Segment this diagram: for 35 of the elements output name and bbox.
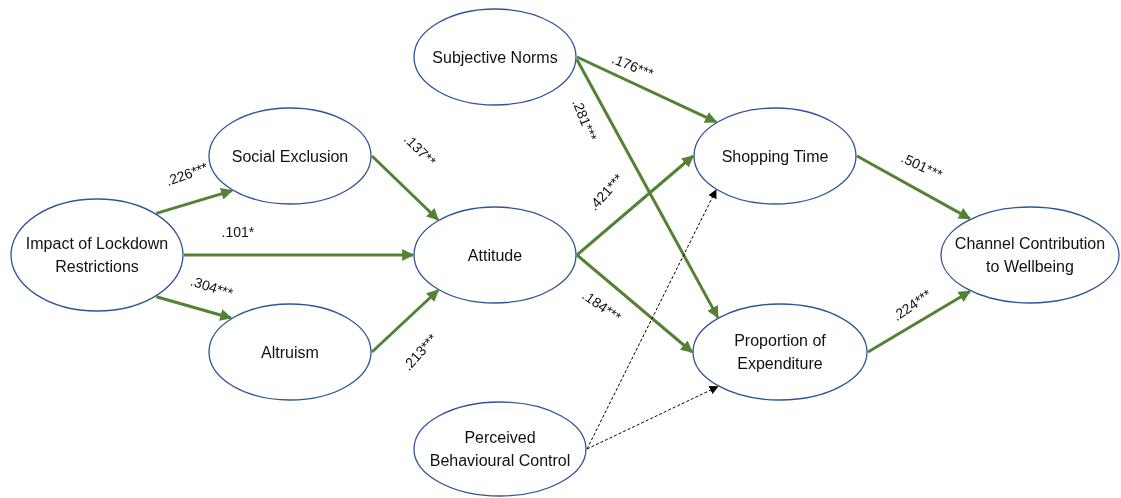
path-coefficient: .501*** bbox=[898, 149, 945, 183]
construct-ellipse bbox=[693, 107, 857, 205]
path-arrow bbox=[856, 154, 971, 220]
path-arrow bbox=[370, 289, 440, 354]
path-arrow bbox=[575, 58, 720, 319]
construct-ellipse bbox=[692, 303, 868, 401]
construct-ellipse bbox=[413, 401, 587, 497]
construct-ellipse bbox=[940, 206, 1120, 304]
path-arrow bbox=[576, 253, 693, 354]
path-coefficient: .176*** bbox=[609, 50, 656, 82]
path-coefficient: .101* bbox=[221, 224, 255, 240]
construct-label: Altruism bbox=[260, 342, 320, 363]
construct-label: Channel Contribution to Wellbeing bbox=[953, 234, 1107, 277]
construct-ellipse bbox=[208, 107, 372, 205]
path-arrow bbox=[155, 188, 234, 215]
construct-label: Subjective Norms bbox=[431, 47, 559, 68]
construct-ellipse bbox=[413, 206, 577, 304]
construct-ellipse bbox=[208, 303, 372, 401]
construct-label: Proportion of Expenditure bbox=[733, 331, 827, 374]
dashed-arrow bbox=[586, 189, 717, 450]
path-arrow bbox=[155, 295, 233, 321]
construct-ellipse bbox=[10, 198, 184, 312]
construct-label: Social Exclusion bbox=[230, 146, 350, 167]
path-coefficient: .304*** bbox=[188, 272, 235, 302]
path-arrow bbox=[184, 249, 415, 261]
path-coefficient: .226*** bbox=[163, 159, 210, 189]
construct-label: Impact of Lockdown Restrictions bbox=[24, 234, 170, 277]
path-arrow bbox=[576, 55, 718, 124]
construct-label: Shopping Time bbox=[720, 146, 830, 167]
construct-label: Perceived Behavioural Control bbox=[428, 428, 572, 471]
dashed-arrow bbox=[586, 386, 719, 450]
path-arrow bbox=[867, 290, 971, 354]
path-arrow bbox=[576, 154, 694, 257]
path-arrow bbox=[370, 154, 440, 221]
construct-label: Attitude bbox=[466, 245, 524, 266]
